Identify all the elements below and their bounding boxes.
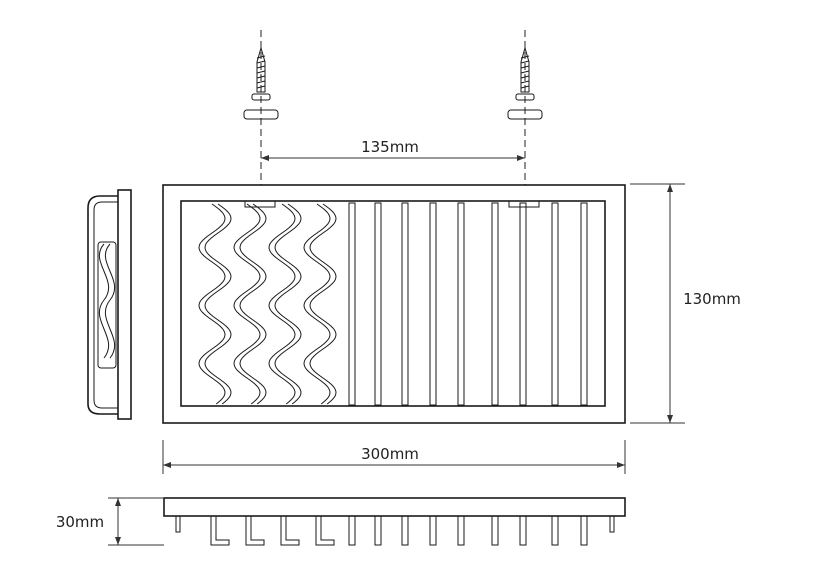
wavy-wire [204,203,232,405]
dimension-height: 130mm [630,183,741,424]
wavy-wire [274,203,302,405]
leg [457,515,465,546]
wall-plug-icon [507,109,543,120]
dimension-label-width: 300mm [361,445,419,463]
straight-bar [374,202,382,406]
dimension-width: 300mm [162,440,626,474]
side-view [87,189,132,420]
leg [551,515,559,546]
screw-icon [251,46,271,101]
screw-icon [515,46,535,101]
dimension-label-screw-spacing: 135mm [361,138,419,156]
straight-bar [491,202,499,406]
straight-bar [457,202,465,406]
leg [401,515,409,546]
wall-plug-icon [243,109,279,120]
wavy-wire [198,203,226,405]
wavy-wire [303,203,331,405]
dimension-label-height: 130mm [683,290,741,308]
front-view [162,184,626,424]
straight-bar [429,202,437,406]
wavy-wires [198,203,337,405]
bottom-legs [175,515,615,546]
leg [374,515,382,546]
leg [175,515,181,533]
leg [348,515,356,546]
screw-right [507,30,543,185]
straight-bar [348,202,356,406]
straight-bar [551,202,559,406]
wavy-wire [268,203,296,405]
leg [580,515,588,546]
wavy-wire [239,203,267,405]
wavy-wire [309,203,337,405]
straight-bars [348,202,588,406]
straight-bar [401,202,409,406]
leg-hook [315,516,335,546]
leg [519,515,527,546]
leg [609,515,615,533]
dimension-screw-spacing: 135mm [261,138,525,161]
leg-hook [280,516,300,546]
dimension-depth: 30mm [56,497,164,546]
straight-bar [580,202,588,406]
wavy-wire [233,203,261,405]
leg-hook [210,516,230,546]
leg [429,515,437,546]
straight-bar [519,202,527,406]
screw-left [243,30,279,185]
leg [491,515,499,546]
leg-hook [245,516,265,546]
bottom-view [163,497,626,546]
dimension-label-depth: 30mm [56,513,104,531]
